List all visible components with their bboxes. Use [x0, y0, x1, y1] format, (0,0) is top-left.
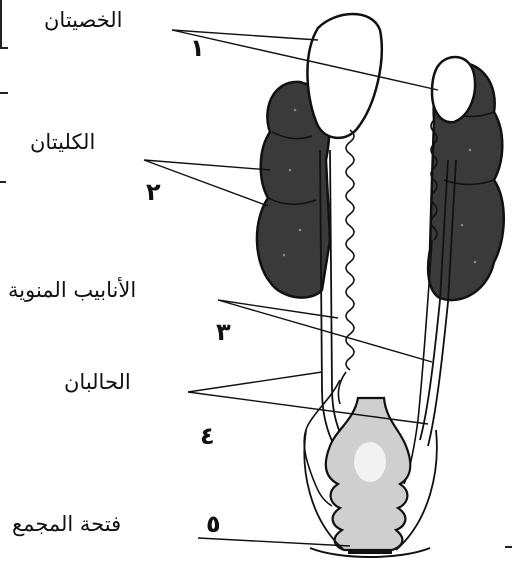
- label-cloaca-opening: فتحة المجمع: [12, 514, 121, 535]
- label-kidneys: الكليتان: [30, 132, 95, 153]
- number-5: ٥: [206, 512, 221, 536]
- left-testis: [307, 14, 381, 138]
- number-3: ٣: [216, 320, 231, 344]
- number-1: ١: [190, 36, 205, 60]
- number-4: ٤: [200, 424, 215, 448]
- number-2: ٢: [146, 180, 161, 204]
- label-seminal-tubules: الأنابيب المنوية: [8, 280, 136, 301]
- label-ureters: الحالبان: [64, 372, 131, 393]
- label-testes: الخصيتان: [44, 10, 123, 31]
